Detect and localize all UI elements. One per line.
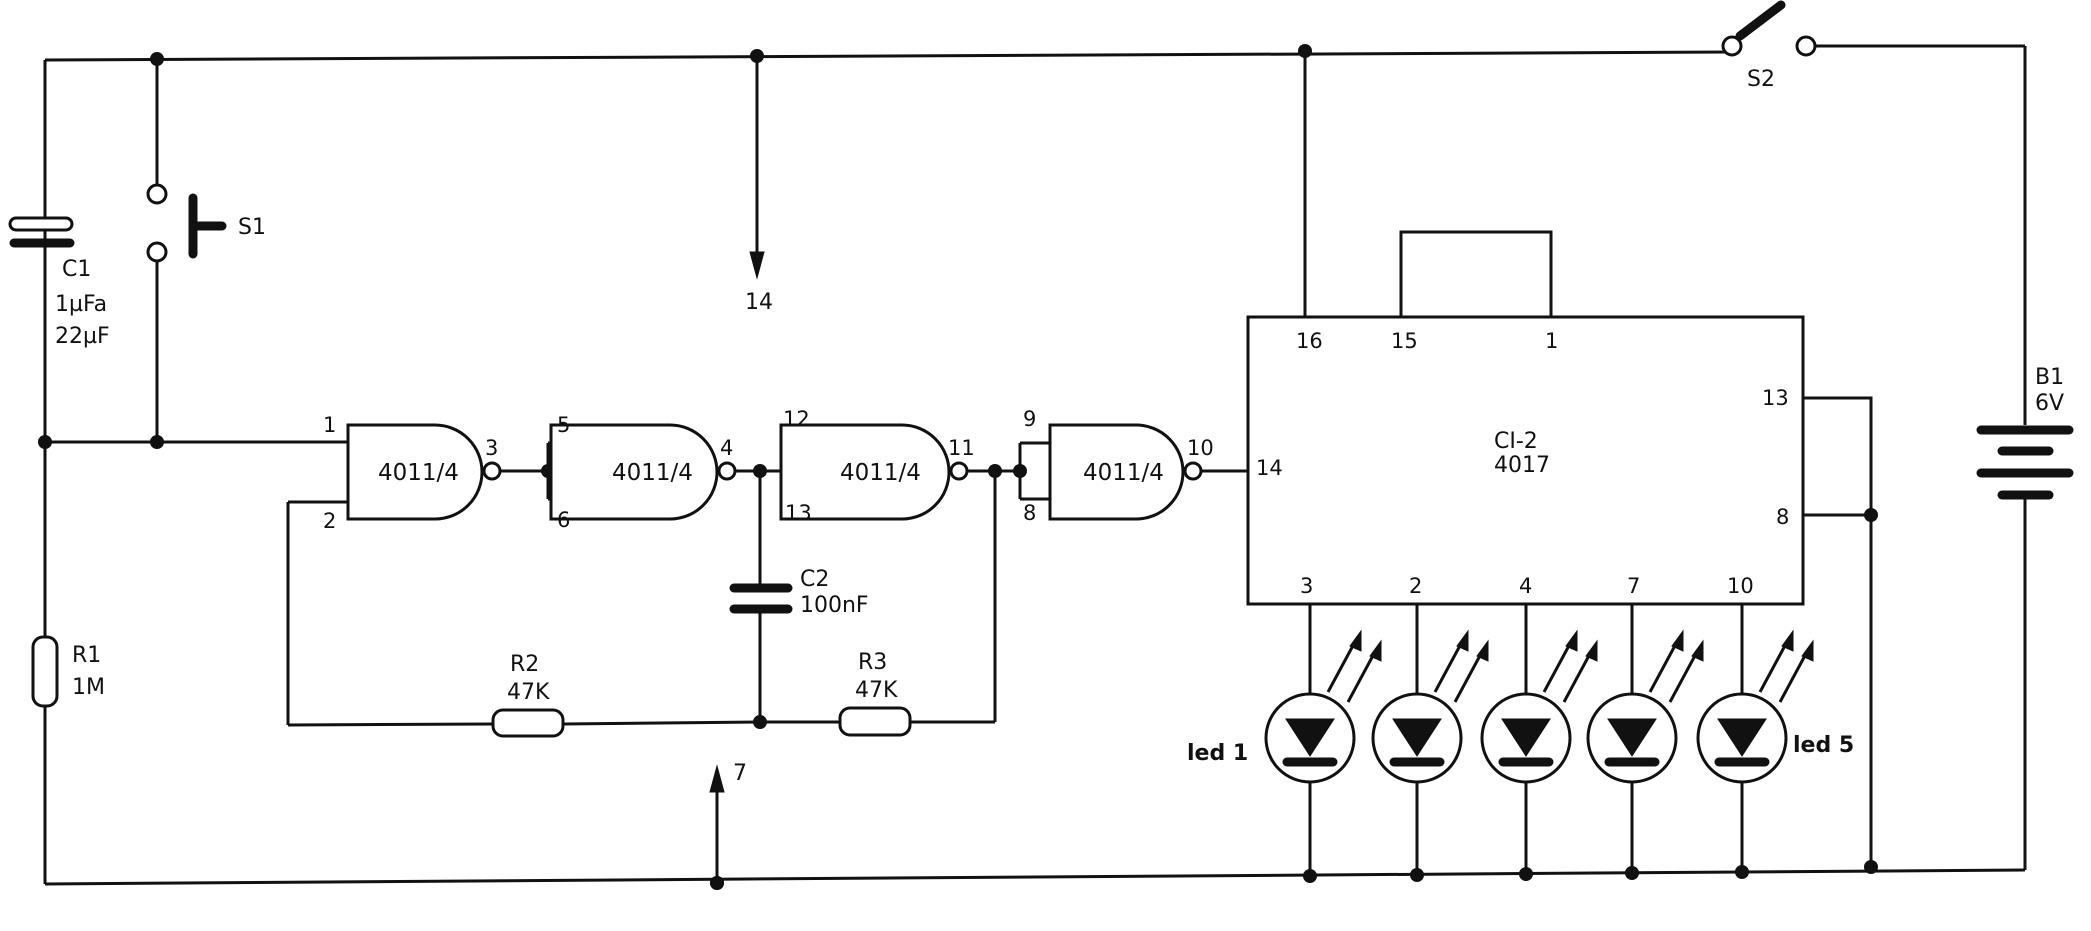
r1-value: 1M: [72, 675, 105, 700]
capacitor-c1: C1 1µFa 22µF: [8, 60, 110, 442]
ic2-pin-3: 3: [1300, 574, 1313, 598]
gate-4-pin-in-b: 8: [1023, 501, 1036, 525]
c1-ref: C1: [62, 257, 91, 282]
s2-ref: S2: [1747, 67, 1775, 92]
gate-1-pin-in-b: 2: [323, 509, 336, 533]
c2-ref: C2: [800, 567, 829, 592]
r2-ref: R2: [510, 652, 539, 677]
c1-value-line1: 1µFa: [55, 292, 107, 317]
gate-2-pin-out: 4: [720, 436, 733, 460]
ic2-pin-15: 15: [1391, 329, 1418, 353]
gate-3-label: 4011/4: [840, 460, 921, 486]
s1-ref: S1: [238, 215, 266, 240]
r2-value: 47K: [507, 680, 550, 705]
r1-ref: R1: [72, 643, 101, 668]
vdd-pin-arrow: 14: [745, 49, 773, 315]
nand-gate-4: 4011/4 9 8 10: [1023, 407, 1248, 525]
ic2-pin-1: 1: [1545, 329, 1558, 353]
gate-4-pin-out: 10: [1187, 436, 1214, 460]
resistor-r1: R1 1M: [31, 435, 348, 708]
ic2-pin-10: 10: [1727, 574, 1754, 598]
b1-ref: B1: [2035, 365, 2064, 390]
led-5-label: led 5: [1793, 733, 1854, 758]
r3-ref: R3: [858, 650, 887, 675]
top-supply-rail: [44, 44, 2027, 425]
ic2-pin-7: 7: [1627, 574, 1640, 598]
ic2-pin-2: 2: [1409, 574, 1422, 598]
led-1: [1264, 604, 1382, 883]
switch-s2: S2: [1721, 0, 1817, 92]
gate-3-pin-out: 11: [948, 436, 975, 460]
ic2-pin-8: 8: [1776, 505, 1789, 529]
nand-gate-1: 4011/4 1 2 3: [323, 413, 545, 533]
nand-gate-3: 4011/4 12 13 11: [779, 407, 1020, 525]
gate-4-label: 4011/4: [1083, 460, 1164, 486]
gnd-pin-label: 7: [733, 761, 747, 786]
gate-3-pin-in-a: 12: [783, 407, 810, 431]
ic-4017: CI-2 4017 16 15 1 14 13 8 3 2 4 7 10: [1246, 44, 1878, 874]
gate-3-pin-in-b: 13: [785, 501, 812, 525]
b1-value: 6V: [2035, 391, 2064, 416]
led-1-label: led 1: [1187, 741, 1248, 766]
c1-value-line2: 22µF: [55, 324, 110, 349]
nand-gate-2: 4011/4 5 6 4: [549, 413, 791, 532]
gate-2-label: 4011/4: [612, 460, 693, 486]
ic2-pin-14: 14: [1256, 456, 1283, 480]
led-4: [1586, 604, 1704, 880]
ic2-part: 4017: [1494, 453, 1550, 478]
pushbutton-s1: S1: [146, 52, 266, 442]
ic2-pin-4: 4: [1519, 574, 1532, 598]
gate-1-pin-out: 3: [485, 436, 498, 460]
ic2-pin-13: 13: [1762, 386, 1789, 410]
resistor-r3: R3 47K: [760, 471, 997, 737]
gate-2-pin-in-b: 6: [557, 508, 570, 532]
gnd-pin-arrow: 7: [709, 761, 747, 890]
r3-value: 47K: [855, 678, 898, 703]
led-3: [1480, 604, 1598, 881]
c2-value: 100nF: [800, 593, 869, 618]
battery-b1: B1 6V: [1976, 365, 2074, 500]
vdd-pin-label: 14: [745, 290, 773, 315]
led-2: [1371, 604, 1489, 882]
led-5: [1696, 604, 1814, 879]
resistor-r2: R2 47K: [287, 652, 761, 738]
gate-2-pin-in-a: 5: [557, 413, 570, 437]
capacitor-c2: C2 100nF: [729, 471, 869, 729]
gate-4-pin-in-a: 9: [1023, 407, 1036, 431]
ic2-pin-16: 16: [1296, 329, 1323, 353]
gate-1-pin-in-a: 1: [323, 413, 336, 437]
ic2-name: CI-2: [1494, 429, 1538, 454]
gate-1-label: 4011/4: [378, 460, 459, 486]
